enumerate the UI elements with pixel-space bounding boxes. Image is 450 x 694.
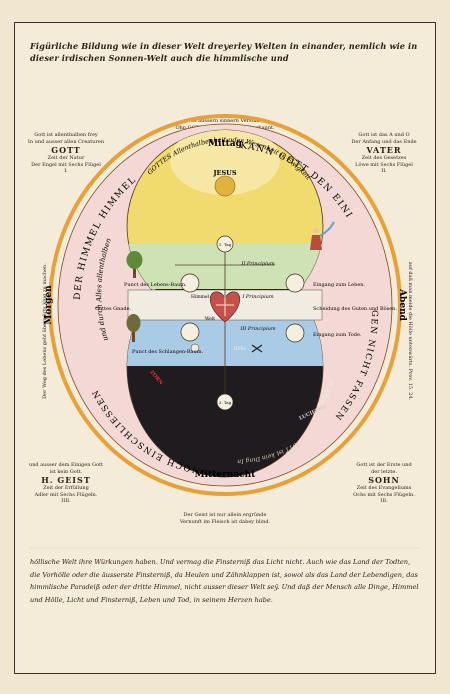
bottom-caption-line: Vernunft im Fleisch ist dabey blind. <box>179 518 271 525</box>
corner-num: III. <box>380 498 388 504</box>
tag1-label: 1. Tag <box>219 242 232 247</box>
principium2-label: II Principium <box>240 261 275 267</box>
corner-name: SOHN <box>368 475 400 485</box>
angel-icon <box>310 221 335 250</box>
eingang-tode-label: Eingang zum Tode. <box>313 332 362 338</box>
principium1-label: I Principium <box>241 294 274 300</box>
eingang-leben-label: Eingang zum Leben. <box>313 282 366 288</box>
himmel-label: Himmel <box>191 294 210 300</box>
hoelle-label: Hölle <box>234 346 247 352</box>
sun-icon <box>214 175 236 197</box>
outer-ring <box>48 114 402 496</box>
corner-sub: Zeit des Gesetzes <box>361 155 407 161</box>
compass-top: Mittag <box>208 139 243 149</box>
lebensbaum-label: Punct des Lebens-Baum. <box>124 282 187 288</box>
principium3-label: III Principium <box>239 326 276 332</box>
corner-top-left: Gott ist allenthalben frey In und ausser… <box>20 132 112 175</box>
day-circle-3 <box>216 393 234 411</box>
corner-num: II. <box>381 168 387 174</box>
corner-line: Gott ist der Erste und <box>356 462 412 468</box>
tag3-label: 3. Tag <box>219 400 232 405</box>
serpent-tree-icon <box>126 314 141 342</box>
corner-sub: Löwe mit Sechs Flügel <box>355 161 413 168</box>
compass-bottom: Mitternacht <box>195 470 257 480</box>
compass-left: Morgen <box>44 285 54 325</box>
bones-icon <box>251 344 263 353</box>
jesus-label: JESUS <box>212 169 236 177</box>
corner-line: Der Anfang und das Ende <box>351 138 417 145</box>
bottom-caption: Der Geist ist nur allein ergründe Vernun… <box>150 512 300 525</box>
corner-sub: Zeit der Natur <box>47 155 85 161</box>
top-caption-line: Des äussern sinnern Verstand <box>187 118 263 124</box>
corner-sub: Ochs mit Sechs Flügeln. <box>353 491 415 498</box>
schlangenbaum-label: Punct des Schlangen-Baum. <box>132 349 203 355</box>
corner-name: H. GEIST <box>41 475 91 485</box>
corner-line: Gott ist allenthalben frey <box>34 132 98 138</box>
right-circle <box>285 273 305 293</box>
compass-right: Abend <box>397 288 407 322</box>
corner-num: IIII. <box>61 498 71 504</box>
corner-sub: Adler mit Sechs Flügeln. <box>34 491 98 498</box>
day-circle-1 <box>216 235 234 253</box>
gnade-label: Gottes Gnade. <box>95 306 131 312</box>
welt-label: Welt <box>205 316 215 322</box>
corner-top-right: Gott ist das A und O Der Anfang und das … <box>338 132 430 175</box>
right-circle-lower <box>285 323 305 343</box>
corner-line: In und ausser allen Creaturen <box>27 138 105 145</box>
corner-bottom-left: und ausser dem Einigen Gott ist kein Got… <box>20 462 112 505</box>
corner-name: GOTT <box>51 145 81 155</box>
bottom-paragraph: höllische Welt ihre Würkungen haben. Und… <box>30 558 419 604</box>
corner-bottom-right: Gott ist der Erste und der letzte. SOHN … <box>338 462 430 505</box>
tree-of-life-icon <box>126 251 143 278</box>
corner-line: und ausser dem Einigen Gott <box>28 462 104 468</box>
page-title: Figürliche Bildung wie in dieser Welt dr… <box>30 41 418 63</box>
sun-glow <box>170 130 280 195</box>
corner-line: ist kein Gott. <box>49 468 83 475</box>
corner-sub: Der Engel mit Sechs Flügel <box>31 161 101 168</box>
left-circle-lower <box>180 322 200 342</box>
left-circle <box>180 273 200 293</box>
corner-line: Gott ist das A und O <box>358 132 410 138</box>
bottom-caption-line: Der Geist ist nur allein ergründe <box>183 512 267 518</box>
corner-num: I. <box>64 168 68 174</box>
corner-name: VATER <box>366 145 402 155</box>
skull-icon <box>190 343 200 353</box>
corner-line: der letzte. <box>371 468 397 475</box>
corner-sub: Zeit der Erfüllung <box>43 485 89 491</box>
corner-sub: Zeit des Evangeliums <box>356 485 412 491</box>
scheidung-label: Scheidung des Guten und Bösen. <box>313 306 397 312</box>
